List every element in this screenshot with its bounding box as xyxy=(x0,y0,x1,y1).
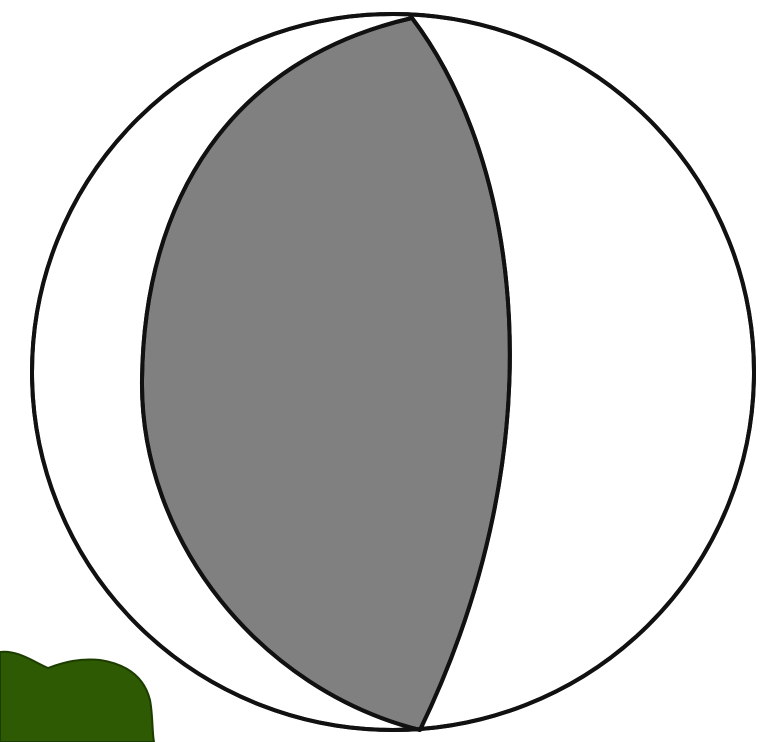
beachball-diagram xyxy=(0,0,767,742)
diagram-canvas xyxy=(0,0,767,742)
